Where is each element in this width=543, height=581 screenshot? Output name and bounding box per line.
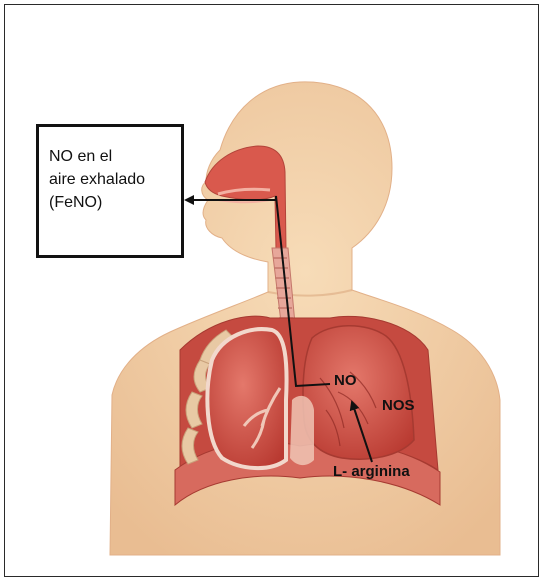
nos-label: NOS	[382, 397, 415, 414]
left-lung	[207, 329, 286, 468]
no-label: NO	[334, 372, 357, 389]
l-arginine-label: L- arginina	[333, 463, 410, 480]
callout-line-1: NO en el	[49, 145, 171, 168]
callout-line-3: (FeNO)	[49, 191, 171, 214]
callout-line-2: aire exhalado	[49, 168, 171, 191]
mediastinum	[290, 396, 314, 465]
feno-callout-box: NO en el aire exhalado (FeNO)	[36, 124, 184, 258]
